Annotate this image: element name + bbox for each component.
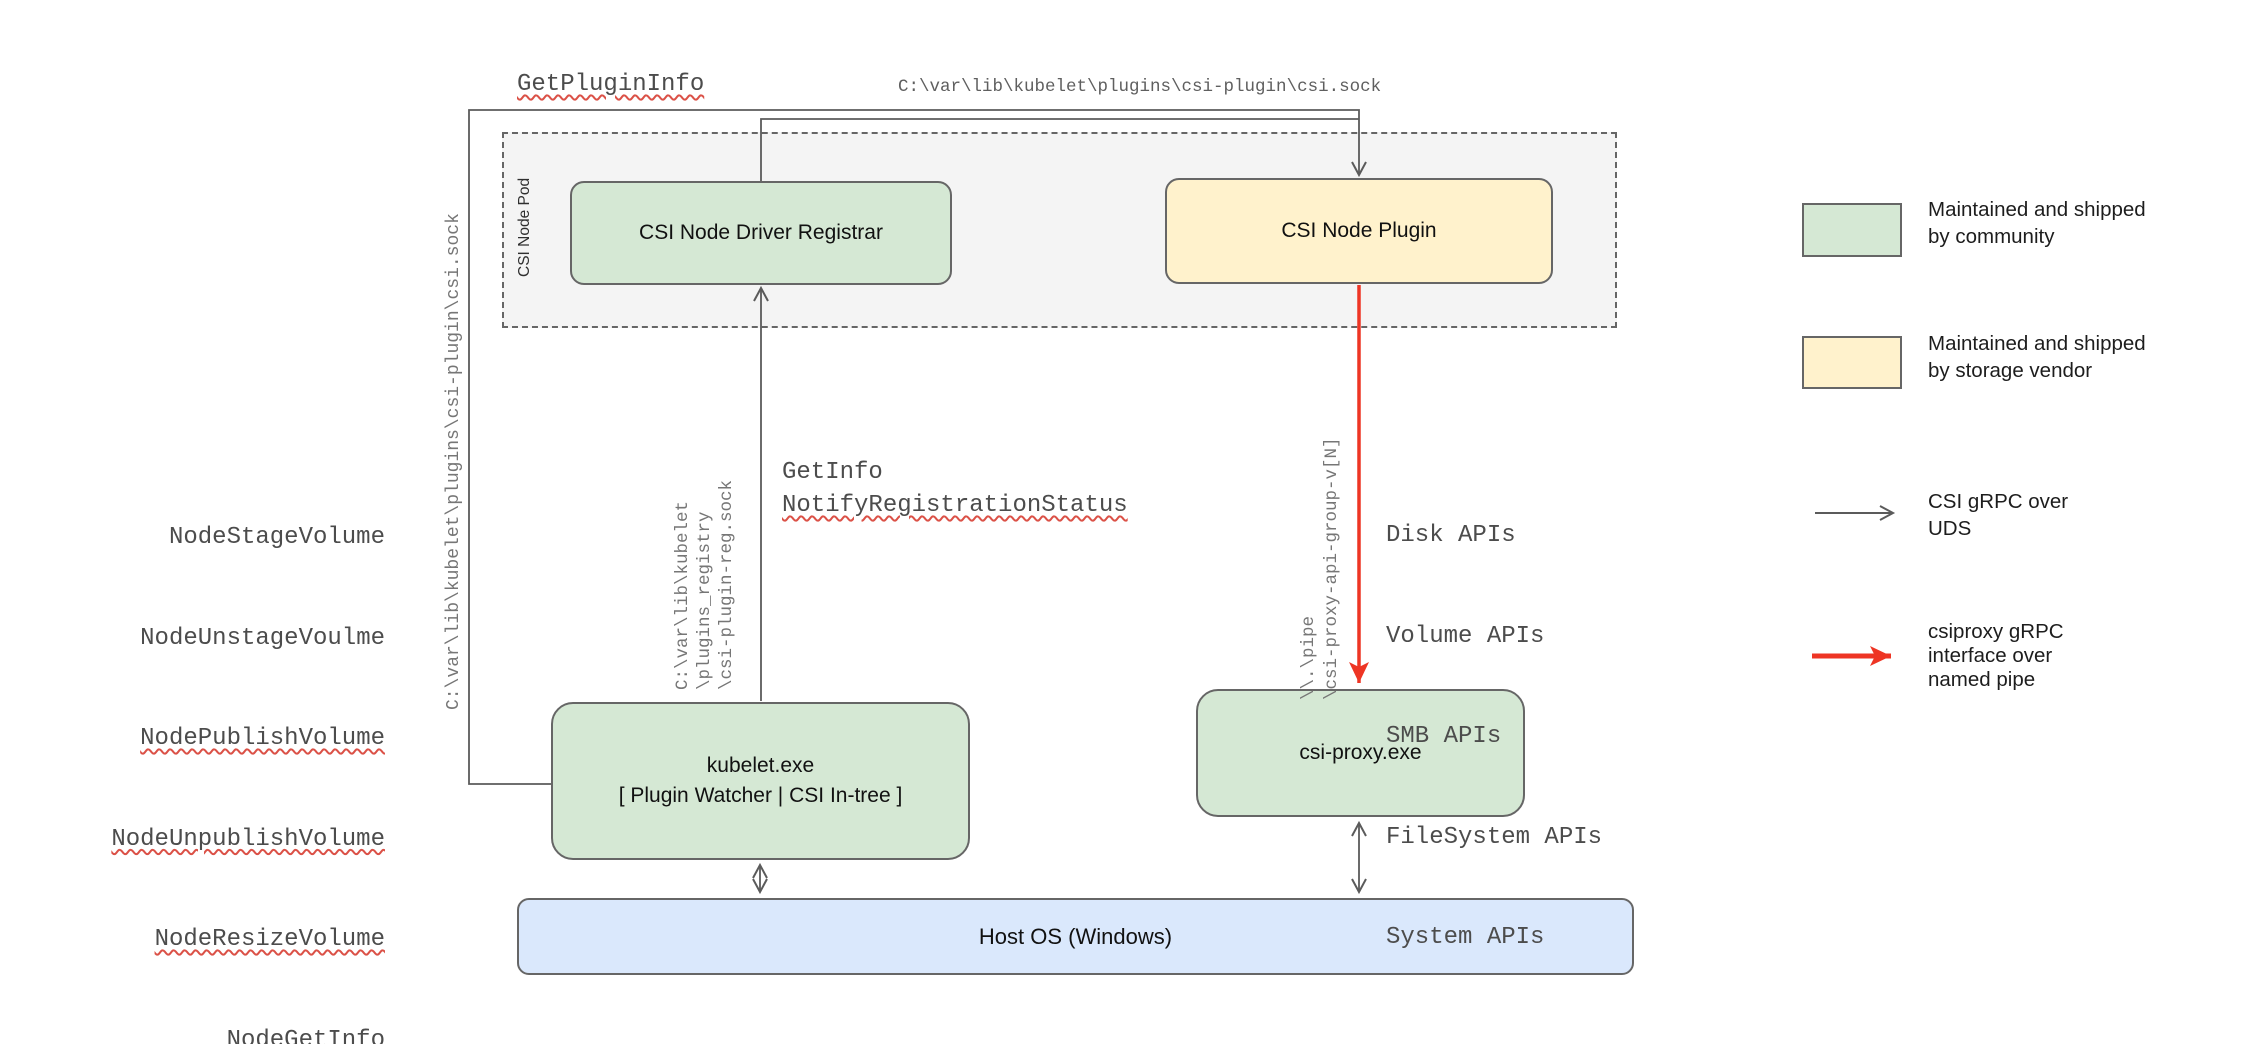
plugin-label: CSI Node Plugin: [1281, 219, 1437, 242]
api-item: Disk APIs: [1386, 522, 1516, 549]
label-get-plugin-info: GetPluginInfo: [517, 71, 705, 98]
api-item: Volume APIs: [1386, 622, 1545, 650]
method-item: NodePublishVolume: [140, 725, 385, 752]
api-item: System APIs: [1386, 924, 1545, 951]
method-item: NodeStageVolume: [168, 524, 385, 551]
method-item: NodeResizeVolume: [154, 926, 385, 953]
kubelet-label-line1: kubelet.exe: [706, 754, 815, 777]
label-get-info: GetInfo: [782, 459, 883, 486]
method-item: NodeUnstageVoulme: [140, 624, 385, 652]
node-kubelet: kubelet.exe [ Plugin Watcher | CSI In-tr…: [551, 702, 970, 860]
method-item: NodeUnpublishVolume: [111, 825, 385, 853]
api-item: SMB APIs: [1386, 723, 1502, 750]
legend-label-community: Maintained and shipped by community: [1928, 198, 2146, 248]
legend-label-uds: CSI gRPC over UDS: [1928, 490, 2069, 540]
label-named-pipe-path: \\.\pipe \csi-proxy-api-group-v[N]: [1299, 437, 1342, 700]
legend-label-named-pipe: csiproxy gRPC interface over named pipe: [1928, 620, 2064, 691]
node-host-os: Host OS (Windows): [517, 898, 1634, 975]
legend-swatch-community: [1802, 203, 1902, 257]
node-csi-node-plugin: CSI Node Plugin: [1165, 178, 1553, 284]
node-csi-node-driver-registrar: CSI Node Driver Registrar: [570, 181, 952, 285]
host-os-label: Host OS (Windows): [978, 923, 1173, 949]
legend-swatch-vendor: [1802, 336, 1902, 389]
label-csi-sock-path-top: C:\var\lib\kubelet\plugins\csi-plugin\cs…: [898, 77, 1382, 97]
label-csi-sock-path-vertical: C:\var\lib\kubelet\plugins\csi-plugin\cs…: [444, 213, 464, 710]
label-notify-registration-status: NotifyRegistrationStatus: [782, 492, 1128, 519]
method-item: NodeGetInfo: [226, 1026, 385, 1044]
csi-node-pod-label: CSI Node Pod: [516, 177, 533, 277]
api-item: FileSystem APIs: [1386, 823, 1603, 851]
node-methods-list: NodeStageVolume NodeUnstageVoulme NodePu…: [111, 454, 385, 1044]
proxy-apis-list: Disk APIs Volume APIs SMB APIs FileSyste…: [1386, 452, 1602, 1022]
label-registration-sock-path: C:\var\lib\kubelet \plugins_registry \cs…: [673, 479, 737, 690]
legend-label-vendor: Maintained and shipped by storage vendor: [1928, 332, 2146, 382]
kubelet-label-line2: [ Plugin Watcher | CSI In-tree ]: [618, 784, 903, 807]
registrar-label: CSI Node Driver Registrar: [639, 221, 883, 244]
